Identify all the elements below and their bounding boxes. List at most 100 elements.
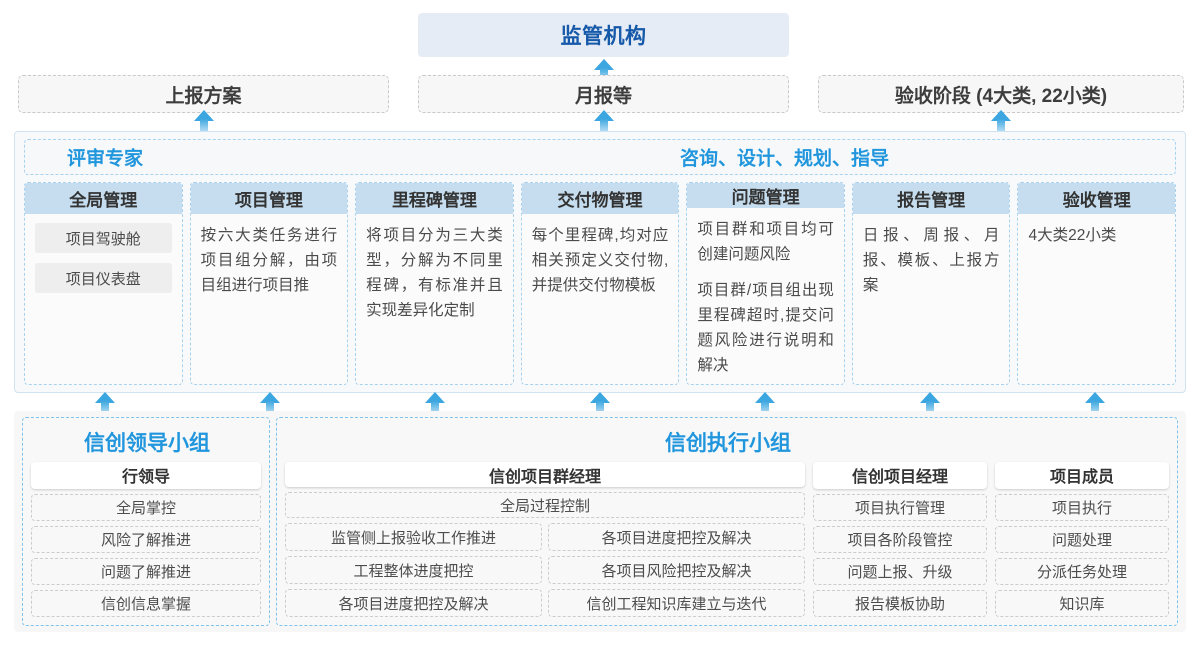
column-milestone-management[interactable]: 里程碑管理 将项目分为三大类型，分解为不同里程碑，有标准并且实现差异化定制 (355, 182, 514, 385)
arrow-shaft (200, 119, 208, 134)
platform-header-bar: 评审专家 咨询、设计、规划、指导 (24, 139, 1176, 175)
role-title: 行领导 (31, 462, 261, 489)
column-body: 项目群和项目均可创建问题风险 项目群/项目组出现里程碑超时,提交问题风险进行说明… (687, 208, 844, 384)
arrow-to-acceptance (991, 110, 1011, 134)
arrow-shaft (926, 401, 934, 416)
task-row: 工程整体进度把控 各项目风险把控及解决 (285, 556, 805, 584)
role-task-full[interactable]: 全局过程控制 (285, 492, 805, 518)
role-task[interactable]: 分派任务处理 (995, 557, 1169, 585)
role-column-program-manager: 信创项目群经理 全局过程控制 监管侧上报验收工作推进 各项目进度把控及解决 工程… (285, 462, 805, 617)
platform-panel: 评审专家 咨询、设计、规划、指导 全局管理 项目驾驶舱 项目仪表盘 项目管理 按… (14, 131, 1186, 393)
arrow-shaft (1091, 401, 1099, 416)
group-title: 信创领导小组 (84, 432, 210, 455)
role-title: 信创项目经理 (813, 462, 987, 489)
role-task[interactable]: 问题了解推进 (31, 557, 261, 585)
role-task[interactable]: 全局掌控 (31, 493, 261, 521)
arrow-col-2 (260, 392, 280, 416)
submission-label: 验收阶段 (4大类, 22小类) (894, 85, 1108, 107)
column-body: 每个里程碑,均对应相关预定义交付物,并提供交付物模板 (522, 214, 679, 384)
column-body: 项目驾驶舱 项目仪表盘 (25, 214, 182, 384)
role-column-bank-leader: 行领导 全局掌控 风险了解推进 问题了解推进 信创信息掌握 (31, 462, 261, 617)
column-project-management[interactable]: 项目管理 按六大类任务进行项目组分解，由项目组进行项目推 (189, 182, 349, 385)
group-title: 信创执行小组 (665, 432, 791, 455)
column-body: 日报、周报、月报、模板、上报方案 (853, 214, 1010, 384)
column-issue-management[interactable]: 问题管理 项目群和项目均可创建问题风险 项目群/项目组出现里程碑超时,提交问题风… (686, 182, 845, 385)
role-task[interactable]: 风险了解推进 (31, 525, 261, 553)
role-task[interactable]: 项目各阶段管控 (813, 525, 987, 553)
column-title: 里程碑管理 (356, 183, 513, 214)
column-description: 每个里程碑,均对应相关预定义交付物,并提供交付物模板 (531, 227, 669, 295)
column-body: 按六大类任务进行项目组分解，由项目组进行项目推 (191, 214, 348, 384)
header-label-consulting: 咨询、设计、规划、指导 (680, 148, 890, 170)
column-description: 项目群和项目均可创建问题风险 (697, 221, 834, 264)
arrow-shaft (596, 401, 604, 416)
submission-box-acceptance: 验收阶段 (4大类, 22小类) (818, 75, 1184, 113)
column-description: 4大类22小类 (1028, 227, 1117, 244)
arrow-col-7 (1085, 392, 1105, 416)
role-task[interactable]: 各项目风险把控及解决 (548, 556, 805, 584)
column-title: 交付物管理 (521, 183, 679, 214)
column-body: 4大类22小类 (1018, 214, 1175, 384)
arrow-shaft (431, 401, 439, 416)
column-acceptance-management[interactable]: 验收管理 4大类22小类 (1017, 182, 1177, 385)
arrow-head-icon (590, 392, 610, 403)
column-report-management[interactable]: 报告管理 日报、周报、月报、模板、上报方案 (851, 182, 1011, 385)
submission-label: 上报方案 (165, 85, 242, 107)
role-task[interactable]: 项目执行 (995, 493, 1169, 521)
arrow-shaft (101, 401, 109, 416)
column-global-management[interactable]: 全局管理 项目驾驶舱 项目仪表盘 (24, 182, 183, 385)
arrow-head-icon (991, 110, 1011, 121)
role-task[interactable]: 问题处理 (995, 525, 1169, 553)
column-description: 日报、周报、月报、模板、上报方案 (862, 227, 1000, 295)
arrow-col-1 (95, 392, 115, 416)
arrow-shaft (997, 119, 1005, 134)
role-task[interactable]: 监管侧上报验收工作推进 (285, 523, 542, 551)
arrow-shaft (266, 401, 274, 416)
arrow-col-5 (755, 392, 775, 416)
role-column-project-manager: 信创项目经理 项目执行管理 项目各阶段管控 问题上报、升级 报告模板协助 (813, 462, 987, 617)
role-task[interactable]: 项目执行管理 (813, 493, 987, 521)
role-task[interactable]: 报告模板协助 (813, 589, 987, 617)
role-columns: 行领导 全局掌控 风险了解推进 问题了解推进 信创信息掌握 (31, 462, 261, 617)
column-description: 按六大类任务进行项目组分解，由项目组进行项目推 (200, 227, 338, 295)
teams-panel: 信创领导小组 行领导 全局掌控 风险了解推进 问题了解推进 信创信息掌握 信创执… (14, 411, 1186, 632)
arrow-shaft (761, 401, 769, 416)
group-leadership: 信创领导小组 行领导 全局掌控 风险了解推进 问题了解推进 信创信息掌握 (22, 417, 270, 626)
arrow-head-icon (594, 59, 614, 70)
header-label-review-experts: 评审专家 (67, 148, 144, 170)
role-task[interactable]: 各项目进度把控及解决 (285, 589, 542, 617)
group-execution: 信创执行小组 信创项目群经理 全局过程控制 监管侧上报验收工作推进 各项目进度把… (276, 417, 1178, 626)
arrow-head-icon (920, 392, 940, 403)
arrow-head-icon (755, 392, 775, 403)
role-title: 项目成员 (995, 462, 1169, 489)
arrow-head-icon (594, 110, 614, 121)
arrow-head-icon (194, 110, 214, 121)
arrow-to-plan (194, 110, 214, 134)
column-title: 报告管理 (852, 183, 1010, 214)
column-title: 全局管理 (25, 183, 182, 214)
role-task[interactable]: 各项目进度把控及解决 (548, 523, 805, 551)
role-task[interactable]: 知识库 (995, 589, 1169, 617)
arrow-head-icon (425, 392, 445, 403)
task-row: 各项目进度把控及解决 信创工程知识库建立与迭代 (285, 589, 805, 617)
role-task[interactable]: 信创工程知识库建立与迭代 (548, 589, 805, 617)
arrow-to-monthly (594, 110, 614, 134)
pill-item[interactable]: 项目驾驶舱 (35, 223, 172, 253)
role-task[interactable]: 问题上报、升级 (813, 557, 987, 585)
role-title: 信创项目群经理 (285, 462, 805, 488)
arrow-col-3 (425, 392, 445, 416)
regulator-label: 监管机构 (560, 25, 647, 48)
arrow-head-icon (260, 392, 280, 403)
task-row: 监管侧上报验收工作推进 各项目进度把控及解决 (285, 523, 805, 551)
column-title: 验收管理 (1018, 183, 1176, 214)
role-task[interactable]: 工程整体进度把控 (285, 556, 542, 584)
column-description-secondary: 项目群/项目组出现里程碑超时,提交问题风险进行说明和解决 (697, 281, 834, 374)
submission-label: 月报等 (574, 85, 632, 107)
role-column-project-member: 项目成员 项目执行 问题处理 分派任务处理 知识库 (995, 462, 1169, 617)
arrow-head-icon (95, 392, 115, 403)
column-deliverable-management[interactable]: 交付物管理 每个里程碑,均对应相关预定义交付物,并提供交付物模板 (520, 182, 680, 385)
pill-item[interactable]: 项目仪表盘 (35, 263, 172, 293)
role-task[interactable]: 信创信息掌握 (31, 589, 261, 617)
submission-box-plan: 上报方案 (18, 75, 389, 113)
